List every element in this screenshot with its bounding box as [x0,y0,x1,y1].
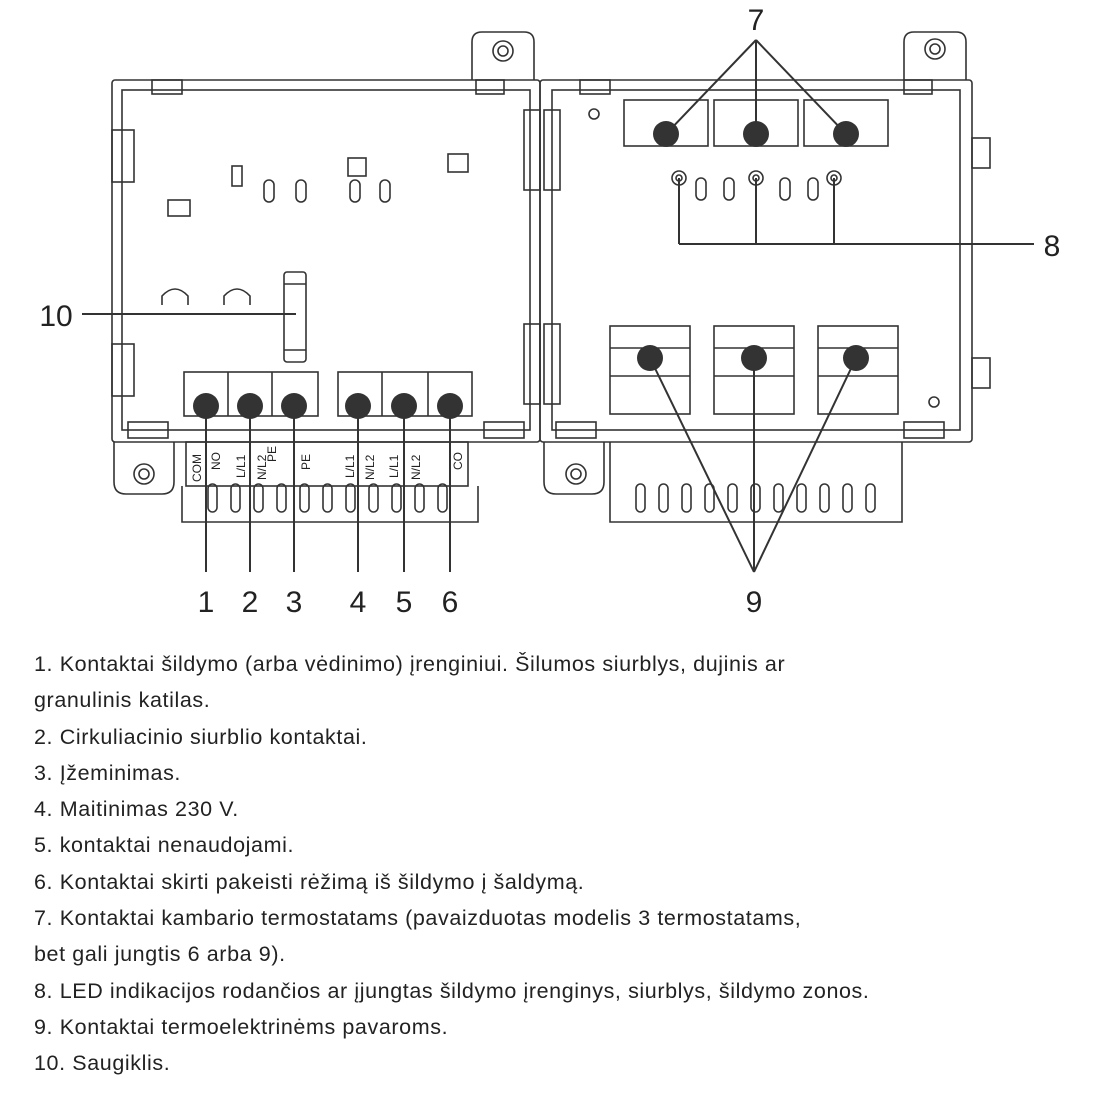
callout-8: 8 [1044,230,1061,263]
marker-7a [653,121,679,147]
grille-slot [437,483,448,513]
grille-slot [865,483,876,513]
grille-slot [773,483,784,513]
legend-item-8: 8. LED indikacijos rodančios ar įjungtas… [34,978,870,1003]
grille-slot [368,483,379,513]
grille-slot [230,483,241,513]
grille-slot [345,483,356,513]
callout-3: 3 [286,586,303,619]
marker-1 [193,393,219,419]
left-module-housing [111,31,541,523]
marker-4 [345,393,371,419]
marker-3 [281,393,307,419]
callout-9: 9 [746,586,763,619]
callout-4: 4 [350,586,367,619]
marker-2 [237,393,263,419]
marker-9b [741,345,767,371]
legend-item-4: 4. Maitinimas 230 V. [34,797,239,822]
legend-item-1: 1. Kontaktai šildymo (arba vėdinimo) įre… [34,652,786,713]
label-no: NO [209,452,223,470]
legend-item-7: 7. Kontaktai kambario termostatams (pava… [34,906,802,967]
grille-slot [276,483,287,513]
grille-slot [681,483,692,513]
label-l-l1-a: L/L1 [234,454,248,478]
grille-slot [635,483,646,513]
grille-slot [796,483,807,513]
callout-markers [193,121,869,419]
callout-6: 6 [442,586,459,619]
grille-slots [207,483,876,513]
callout-2: 2 [242,586,259,619]
grille-slot [253,483,264,513]
grille-slot [842,483,853,513]
leader-lines [82,39,1034,573]
left-terminal-block [183,371,473,417]
legend-item-10: 10. Saugiklis. [34,1051,171,1076]
legend-item-9: 9. Kontaktai termoelektrinėms pavaroms. [34,1014,449,1039]
grille-slot [750,483,761,513]
label-com: COM [190,454,204,482]
label-co: CO [451,452,465,470]
label-n-l2-a: N/L2 [255,454,269,480]
grille-slot [322,483,333,513]
legend-item-6: 6. Kontaktai skirti pakeisti rėžimą iš š… [34,869,585,894]
grille-slot [414,483,425,513]
marker-7b [743,121,769,147]
led-indicators [671,170,842,201]
legend-item-2: 2. Cirkuliacinio siurblio kontaktai. [34,724,368,749]
fuse [283,271,307,363]
actuator-terminal-blocks [609,325,899,415]
label-l-l1-c: L/L1 [387,454,401,478]
grille-slot [819,483,830,513]
label-n-l2-c: N/L2 [409,454,423,480]
marker-9c [843,345,869,371]
marker-7c [833,121,859,147]
callout-1: 1 [198,586,215,619]
legend-list: 1. Kontaktai šildymo (arba vėdinimo) įre… [34,646,1084,1082]
terminal-labels: COM NO L/L1 N/L2 PE PE L/L1 N/L2 L/L1 N/… [190,446,465,482]
grille-slot [704,483,715,513]
controller-wiring-diagram: COM NO L/L1 N/L2 PE PE L/L1 N/L2 L/L1 N/… [39,4,1060,619]
label-pe-a: PE [265,446,279,462]
grille-slot [727,483,738,513]
grille-slot [299,483,310,513]
grille-slot [207,483,218,513]
right-module-housing [539,31,991,523]
legend-item-3: 3. Įžeminimas. [34,760,181,785]
callout-7: 7 [748,4,765,37]
grille-slot [658,483,669,513]
grille-slot [391,483,402,513]
callout-numbers: 1 2 3 4 5 6 7 8 9 10 [39,4,1060,619]
marker-9a [637,345,663,371]
label-l-l1-b: L/L1 [343,454,357,478]
label-pe-b: PE [299,454,313,470]
marker-5 [391,393,417,419]
marker-6 [437,393,463,419]
callout-10: 10 [39,300,72,333]
label-n-l2-b: N/L2 [363,454,377,480]
legend-item-5: 5. kontaktai nenaudojami. [34,833,295,858]
callout-5: 5 [396,586,413,619]
